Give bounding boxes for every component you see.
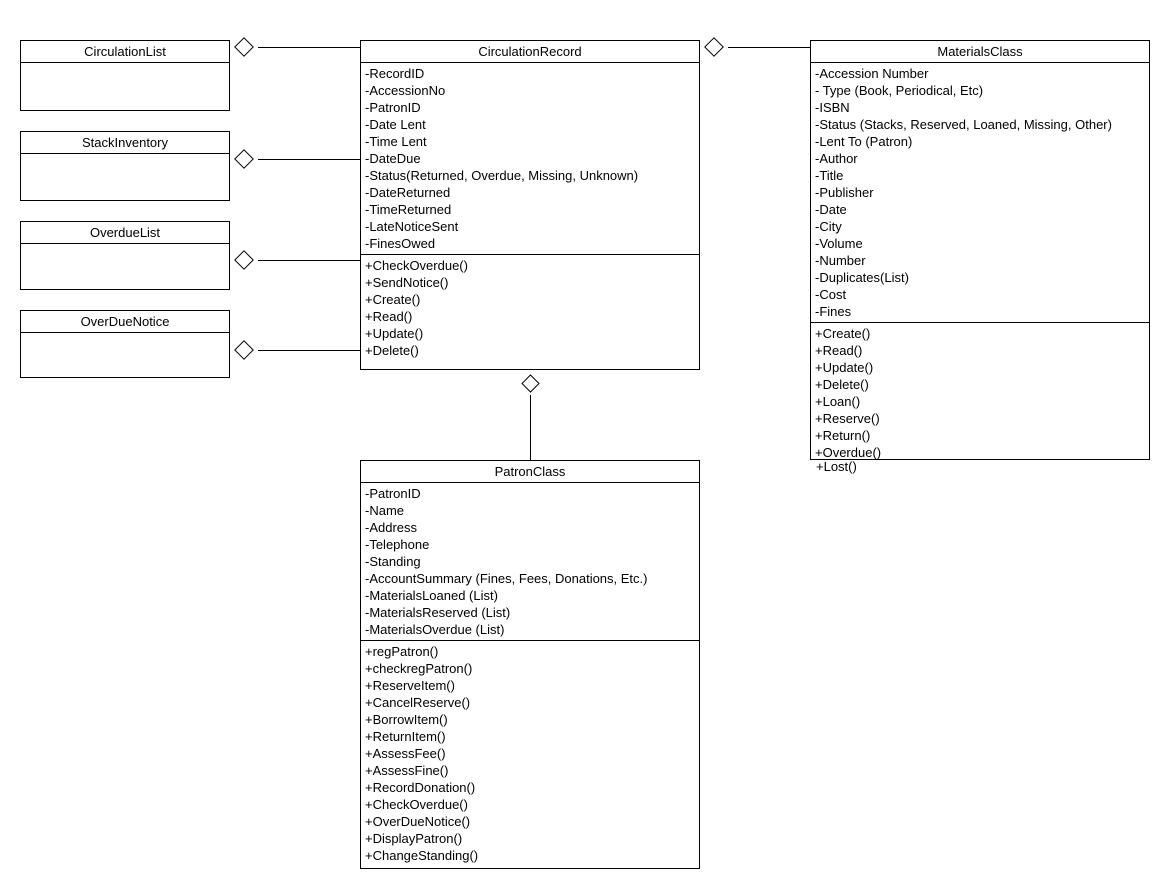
- method-patron-class: +CheckOverdue(): [365, 797, 468, 812]
- method-materials-class-overflow-lost: +Lost(): [816, 459, 857, 474]
- class-box-patron-class[interactable]: PatronClass -PatronID -Name -Address -Telep…: [360, 460, 700, 869]
- method-circulation-record: +Update(): [365, 326, 424, 341]
- attribute-circulation-record: -Date Lent: [365, 117, 426, 132]
- aggregation-diamond-circulationrecord-materials: [704, 37, 724, 57]
- attribute-circulation-record: -RecordID: [365, 66, 425, 81]
- class-box-overdue-notice[interactable]: OverDueNotice: [20, 310, 230, 378]
- attribute-materials-class: -City: [815, 219, 842, 234]
- method-patron-class: +checkregPatron(): [365, 661, 473, 676]
- methods-compartment-materials-class: +Create() +Read() +Update() +Delete() +Loan(…: [811, 322, 1149, 463]
- attribute-patron-class: -MaterialsReserved (List): [365, 605, 511, 620]
- class-title-materials-class: MaterialsClass: [811, 41, 1149, 63]
- method-patron-class: +DisplayPatron(): [365, 831, 463, 846]
- class-box-circulation-list[interactable]: CirculationList: [20, 40, 230, 111]
- method-materials-class: +Reserve(): [815, 411, 880, 426]
- class-body-overdue-list: [21, 244, 229, 290]
- aggregation-diamond-circulationlist: [234, 37, 254, 57]
- attribute-circulation-record: -DateReturned: [365, 185, 451, 200]
- class-title-overdue-notice: OverDueNotice: [21, 311, 229, 333]
- connector-line-overduenotice-circulationrecord: [258, 350, 360, 351]
- attribute-patron-class: -Telephone: [365, 537, 430, 552]
- attribute-circulation-record: -AccessionNo: [365, 83, 446, 98]
- methods-compartment-patron-class: +regPatron() +checkregPatron() +ReserveIte…: [361, 640, 699, 866]
- method-materials-class: +Overdue(): [815, 445, 882, 460]
- method-materials-class: +Update(): [815, 360, 874, 375]
- method-patron-class: +ReserveItem(): [365, 678, 455, 693]
- method-patron-class: +ReturnItem(): [365, 729, 446, 744]
- attribute-circulation-record: -Time Lent: [365, 134, 427, 149]
- attributes-compartment-materials-class: -Accession Number - Type (Book, Periodica…: [811, 63, 1149, 322]
- attribute-circulation-record: -DateDue: [365, 151, 421, 166]
- attribute-patron-class: -PatronID: [365, 486, 421, 501]
- attribute-circulation-record: -LateNoticeSent: [365, 219, 459, 234]
- attribute-circulation-record: -PatronID: [365, 100, 421, 115]
- method-materials-class: +Return(): [815, 428, 871, 443]
- methods-compartment-circulation-record: +CheckOverdue() +SendNotice() +Create() +Re…: [361, 254, 699, 361]
- method-materials-class: +Read(): [815, 343, 863, 358]
- attribute-materials-class: -Fines: [815, 304, 852, 319]
- method-circulation-record: +Delete(): [365, 343, 419, 358]
- class-box-materials-class[interactable]: MaterialsClass -Accession Number - Type (…: [810, 40, 1150, 460]
- connector-line-circulationrecord-patronclass: [530, 395, 531, 460]
- attribute-materials-class: -Status (Stacks, Reserved, Loaned, Missi…: [815, 117, 1112, 132]
- attribute-patron-class: -Address: [365, 520, 418, 535]
- class-title-circulation-record: CirculationRecord: [361, 41, 699, 63]
- method-circulation-record: +SendNotice(): [365, 275, 449, 290]
- class-title-patron-class: PatronClass: [361, 461, 699, 483]
- method-patron-class: +regPatron(): [365, 644, 439, 659]
- attribute-patron-class: -MaterialsOverdue (List): [365, 622, 505, 637]
- connector-line-stackinventory-circulationrecord: [258, 159, 360, 160]
- method-patron-class: +AssessFee(): [365, 746, 446, 761]
- method-patron-class: +RecordDonation(): [365, 780, 476, 795]
- method-materials-class: +Loan(): [815, 394, 861, 409]
- class-body-stack-inventory: [21, 154, 229, 201]
- class-body-circulation-list: [21, 63, 229, 111]
- method-patron-class: +OverDueNotice(): [365, 814, 471, 829]
- attribute-patron-class: -AccountSummary (Fines, Fees, Donations,…: [365, 571, 648, 586]
- attribute-materials-class: -Number: [815, 253, 866, 268]
- method-circulation-record: +Read(): [365, 309, 413, 324]
- class-title-overdue-list: OverdueList: [21, 222, 229, 244]
- aggregation-diamond-overduelist: [234, 250, 254, 270]
- attribute-materials-class: - Type (Book, Periodical, Etc): [815, 83, 984, 98]
- method-circulation-record: +Create(): [365, 292, 421, 307]
- attribute-materials-class: -ISBN: [815, 100, 850, 115]
- attribute-materials-class: -Date: [815, 202, 847, 217]
- attribute-materials-class: -Publisher: [815, 185, 874, 200]
- attribute-materials-class: -Author: [815, 151, 858, 166]
- aggregation-diamond-overduenotice: [234, 340, 254, 360]
- attribute-circulation-record: -Status(Returned, Overdue, Missing, Unkn…: [365, 168, 639, 183]
- attributes-compartment-patron-class: -PatronID -Name -Address -Telephone -Standin…: [361, 483, 699, 640]
- attribute-patron-class: -Name: [365, 503, 405, 518]
- connector-line-circulationrecord-materialsclass: [728, 47, 810, 48]
- method-circulation-record: +CheckOverdue(): [365, 258, 468, 273]
- method-patron-class: +ChangeStanding(): [365, 848, 479, 863]
- attributes-compartment-circulation-record: -RecordID -AccessionNo -PatronID -Date Lent…: [361, 63, 699, 254]
- method-patron-class: +CancelReserve(): [365, 695, 471, 710]
- attribute-materials-class: -Title: [815, 168, 844, 183]
- class-title-circulation-list: CirculationList: [21, 41, 229, 63]
- aggregation-diamond-stackinventory: [234, 149, 254, 169]
- attribute-materials-class: -Volume: [815, 236, 863, 251]
- attribute-circulation-record: -FinesOwed: [365, 236, 436, 251]
- aggregation-diamond-circulationrecord-patron: [521, 374, 540, 393]
- attribute-circulation-record: -TimeReturned: [365, 202, 452, 217]
- method-materials-class: +Create(): [815, 326, 871, 341]
- class-title-stack-inventory: StackInventory: [21, 132, 229, 154]
- attribute-materials-class: -Cost: [815, 287, 847, 302]
- attribute-materials-class: -Duplicates(List): [815, 270, 909, 285]
- class-box-stack-inventory[interactable]: StackInventory: [20, 131, 230, 201]
- connector-line-overduelist-circulationrecord: [258, 260, 360, 261]
- class-body-overdue-notice: [21, 333, 229, 378]
- attribute-patron-class: -MaterialsLoaned (List): [365, 588, 498, 603]
- method-materials-class: +Delete(): [815, 377, 869, 392]
- attribute-materials-class: -Lent To (Patron): [815, 134, 913, 149]
- method-patron-class: +BorrowItem(): [365, 712, 448, 727]
- class-box-overdue-list[interactable]: OverdueList: [20, 221, 230, 290]
- connector-line-circulationlist-circulationrecord: [258, 47, 360, 48]
- attribute-patron-class: -Standing: [365, 554, 421, 569]
- method-patron-class: +AssessFine(): [365, 763, 449, 778]
- class-box-circulation-record[interactable]: CirculationRecord -RecordID-AccessionNo-…: [360, 40, 700, 370]
- attribute-materials-class: -Accession Number: [815, 66, 929, 81]
